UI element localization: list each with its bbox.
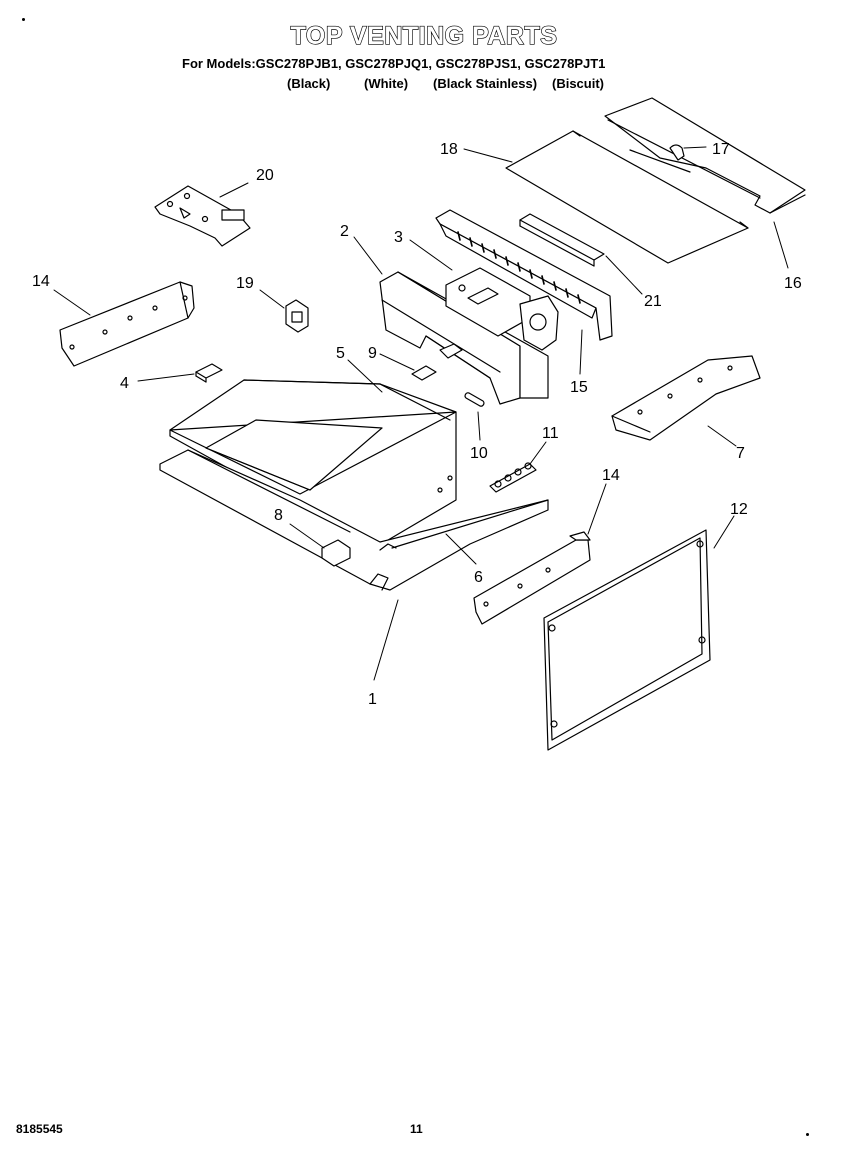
callout-12: 12 (730, 501, 748, 518)
part-12-back-panel (543, 529, 711, 751)
callout-17: 17 (712, 141, 730, 158)
part-8-clip (321, 539, 351, 567)
corner-mark (22, 18, 25, 21)
part-16-top-panel (604, 97, 806, 214)
finish-black: (Black) (287, 76, 331, 91)
part-3-fan-motor (445, 267, 559, 351)
part-11-terminal-block (489, 462, 537, 493)
callout-3: 3 (394, 229, 403, 246)
callout-14-left: 14 (32, 273, 50, 290)
part-9-bracket (411, 343, 463, 381)
page-number: 11 (410, 1122, 423, 1136)
callout-19: 19 (236, 275, 254, 292)
finish-white: (White) (364, 76, 409, 91)
part-20-bracket (154, 185, 251, 247)
callout-6: 6 (474, 569, 483, 586)
finish-biscuit: (Biscuit) (552, 76, 604, 91)
callout-5: 5 (336, 345, 345, 362)
part-1-lower-pan (159, 449, 549, 591)
callout-9: 9 (368, 345, 377, 362)
callout-2: 2 (340, 223, 349, 240)
part-17-clip (669, 144, 685, 161)
callout-16: 16 (784, 275, 802, 292)
corner-mark (806, 1133, 809, 1136)
callout-14-right: 14 (602, 467, 620, 484)
callout-18: 18 (440, 141, 458, 158)
part-number: 8185545 (16, 1122, 63, 1136)
callout-15: 15 (570, 379, 588, 396)
callout-4: 4 (120, 375, 129, 392)
part-21-strip (519, 213, 605, 267)
part-19-switch (285, 299, 309, 333)
finish-row: (Black) (White) (Black Stainless) (Biscu… (0, 76, 848, 94)
part-4-block (195, 363, 223, 383)
callout-10: 10 (470, 445, 488, 462)
callout-labels: 1 2 3 4 5 6 7 8 9 10 11 12 14 14 15 16 1… (32, 141, 802, 708)
part-7-side-plate (611, 355, 761, 441)
models-line: For Models:GSC278PJB1, GSC278PJQ1, GSC27… (182, 56, 606, 71)
part-15-shroud (435, 209, 613, 341)
finish-black-stainless: (Black Stainless) (433, 76, 538, 91)
part-10-pin (464, 392, 485, 407)
callout-21: 21 (644, 293, 662, 310)
page-title: TOP VENTING PARTS (290, 21, 558, 50)
callout-7: 7 (736, 445, 745, 462)
part-14-left-side-bracket (59, 281, 195, 367)
leader-lines (53, 146, 789, 681)
callout-8: 8 (274, 507, 283, 524)
callout-11: 11 (542, 425, 559, 442)
part-6-oven-top-assembly (169, 379, 457, 547)
callout-1: 1 (368, 691, 377, 708)
part-14-right-side-bracket (473, 531, 591, 625)
callout-20: 20 (256, 167, 274, 184)
part-18-top-cover (505, 130, 749, 264)
